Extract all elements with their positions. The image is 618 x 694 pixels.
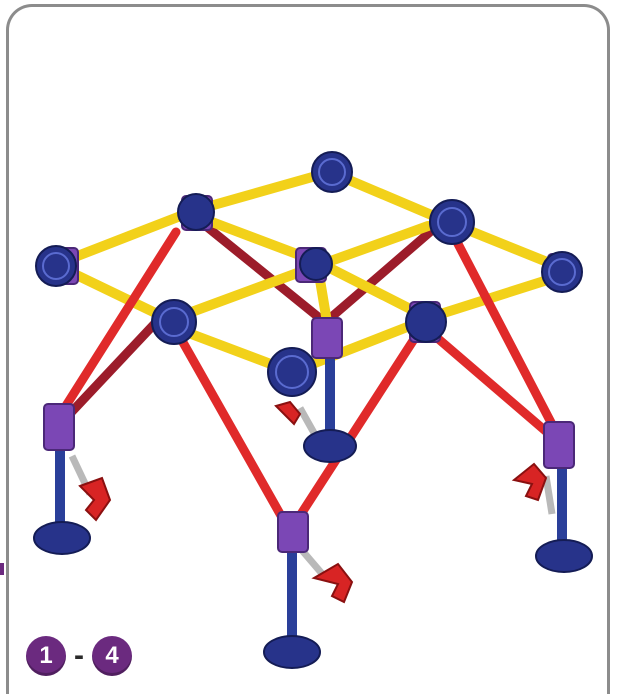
step-end-badge: 4: [92, 636, 132, 676]
step-start-badge: 1: [26, 636, 66, 676]
edge-marker: [0, 563, 4, 575]
red-braces: [57, 227, 561, 533]
vertical-rods: [53, 28, 565, 520]
gear-teeth: [42, 158, 576, 389]
step-range: 1 - 4: [26, 636, 132, 676]
hinge-pieces: [78, 400, 548, 604]
back-braces: [59, 213, 435, 425]
step-separator: -: [74, 639, 84, 672]
